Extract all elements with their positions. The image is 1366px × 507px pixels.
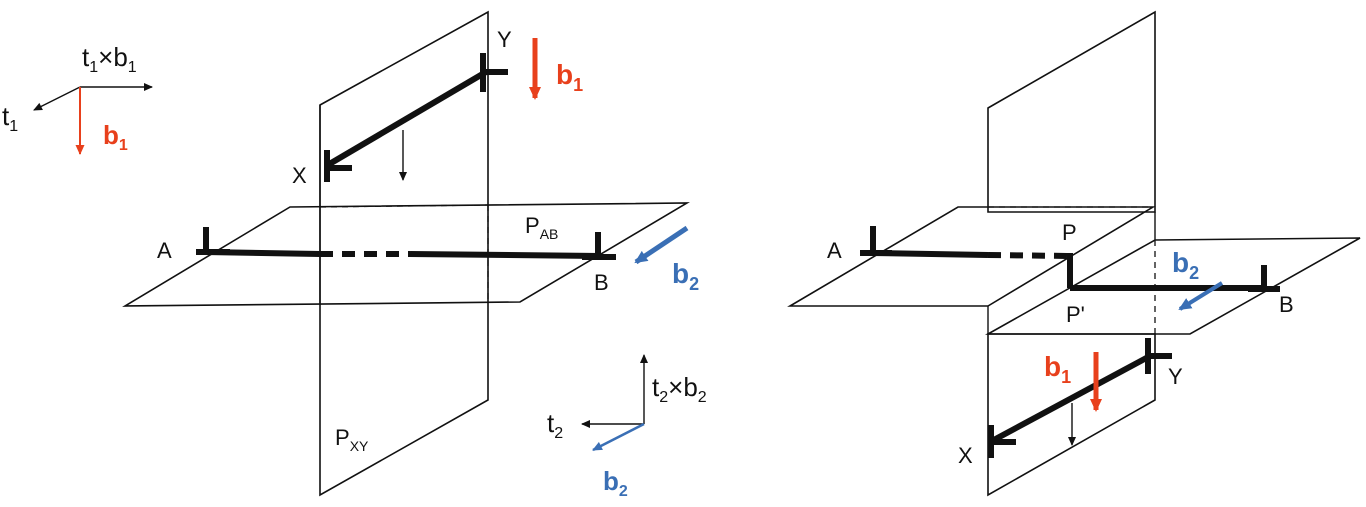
triad-1-cross-label: t1×b1 <box>82 42 137 76</box>
burgers-b2-label-right: b2 <box>1172 247 1199 283</box>
plane-xy-label: PXY <box>335 425 369 454</box>
point-x2-label: X <box>958 443 973 468</box>
triad-1-b-label: b1 <box>103 120 128 154</box>
triad-2-b-axis <box>592 422 645 452</box>
point-a-label: A <box>157 238 172 263</box>
triad-2-cross-label: t2×b2 <box>652 372 707 406</box>
dislocation-ab-right <box>409 251 601 259</box>
point-x-label: X <box>292 163 307 188</box>
point-p-label: P <box>1062 220 1077 245</box>
lower-horizontal-plane <box>984 237 1361 335</box>
burgers-b1-label-right: b1 <box>1044 351 1071 387</box>
point-y-label: Y <box>497 27 512 52</box>
burgers-b2-arrow <box>634 225 689 265</box>
triad-1: t1×b1 t1 b1 <box>2 42 153 155</box>
dislocation-xy <box>324 69 488 169</box>
point-b-label: B <box>594 270 609 295</box>
right-panel: A P P' B Y X b1 b2 <box>787 10 1361 497</box>
plane-ab <box>122 202 690 307</box>
point-a2-label: A <box>827 238 842 263</box>
triad-1-t-label: t1 <box>2 101 18 135</box>
dislocation-ap-hidden <box>987 252 1071 259</box>
triad-2: t2×b2 t2 b2 <box>547 354 707 500</box>
plane-ab-label: PAB <box>525 213 558 242</box>
point-p-prime-label: P' <box>1066 302 1085 327</box>
triad-1-t-axis <box>33 86 81 111</box>
plane-xy <box>319 10 489 497</box>
burgers-b2-label: b2 <box>672 258 699 294</box>
burgers-b1-label: b1 <box>556 59 583 95</box>
dislocation-xy-lower <box>988 353 1152 445</box>
burgers-b2-arrow-right <box>1178 281 1224 311</box>
point-y2-label: Y <box>1168 364 1183 389</box>
left-panel: t1×b1 t1 b1 Y X <box>2 10 707 500</box>
point-b2-label: B <box>1279 292 1294 317</box>
triad-2-t-label: t2 <box>547 408 563 442</box>
upper-vertical-plane <box>987 10 1156 213</box>
triad-2-b-label: b2 <box>603 466 628 500</box>
